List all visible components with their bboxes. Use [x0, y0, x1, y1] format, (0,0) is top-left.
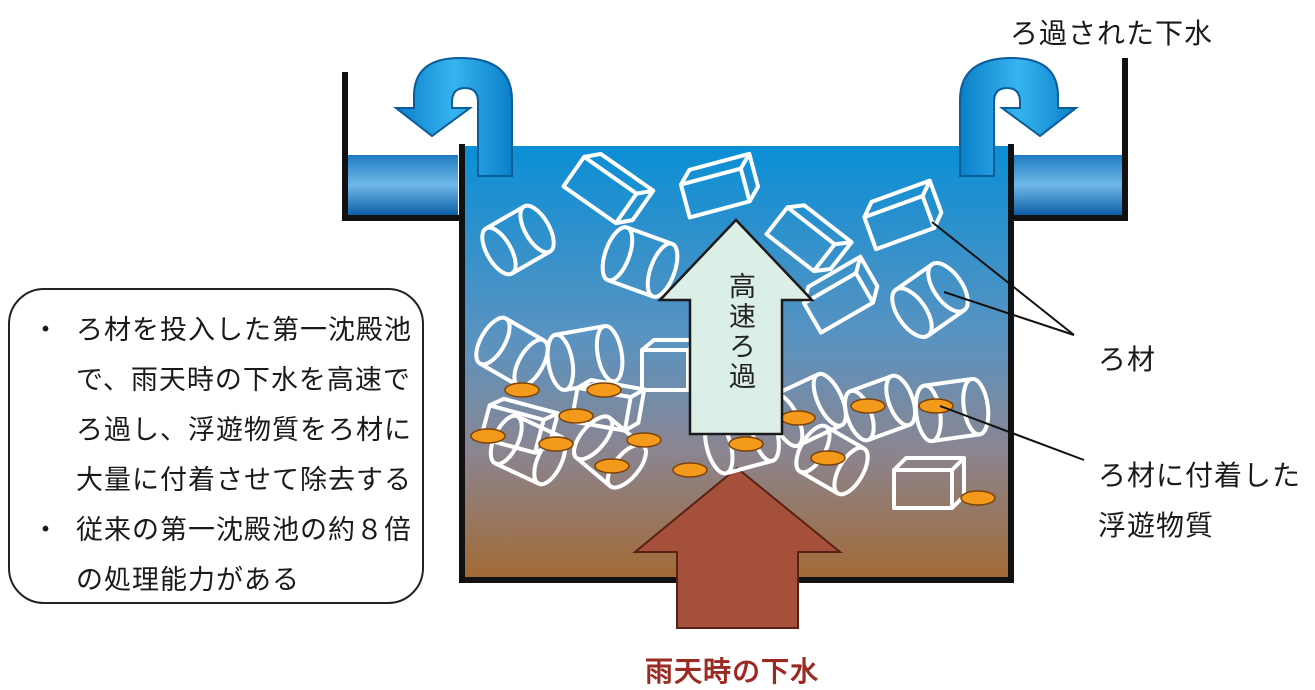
bullet-dot: ・ [32, 515, 60, 546]
attached-solids-label-line1: ろ材に付着した [1098, 459, 1302, 492]
suspended-solid-particle [558, 408, 594, 424]
suspended-solid-particle [626, 432, 662, 448]
callout-bullet-item: ・ろ材を投入した第一沈殿池 [32, 308, 412, 347]
attached-solids-label-line2: 浮遊物質 [1098, 509, 1215, 542]
filter-media-cylinder [480, 203, 556, 277]
filter-media-box [764, 203, 854, 274]
rain-sewage-inflow-arrow [632, 466, 843, 629]
leader-line-filter-media [943, 291, 1075, 336]
filter-media-box [862, 178, 944, 252]
filter-media-label: ろ材 [1098, 343, 1157, 376]
callout-line: 従来の第一沈殿池の約８倍 [76, 515, 412, 546]
description-callout: ・ろ材を投入した第一沈殿池 で、雨天時の下水を高速で ろ過し、浮遊物質をろ材に … [8, 288, 424, 604]
suspended-solid-particle [594, 458, 630, 474]
suspended-solid-particle [504, 382, 540, 398]
high-speed-filtration-arrow [657, 218, 815, 436]
left-outflow-arrow [393, 56, 513, 177]
callout-line: ろ過し、浮遊物質をろ材に [76, 415, 412, 446]
suspended-solid-particle [470, 428, 506, 444]
suspended-solid-particle [960, 490, 996, 506]
leader-lines [931, 221, 1085, 461]
suspended-solid-particle [918, 398, 954, 414]
callout-line: で、雨天時の下水を高速で [76, 365, 411, 396]
callout-line: ろ材を投入した第一沈殿池 [76, 315, 412, 346]
callout-continuation: で、雨天時の下水を高速で [32, 358, 411, 397]
bullet-dot: ・ [32, 315, 60, 346]
suspended-solid-particle [780, 410, 816, 426]
leader-line-filter-media [931, 221, 1075, 336]
callout-bullet-item: ・従来の第一沈殿池の約８倍 [32, 508, 412, 547]
callout-continuation: 大量に付着させて除去する [32, 458, 412, 497]
filter-media-cylinder [890, 261, 970, 339]
suspended-solid-particle [538, 436, 574, 452]
right-outflow-channel [1008, 58, 1128, 221]
filter-media-box [678, 151, 761, 220]
callout-continuation: ろ過し、浮遊物質をろ材に [32, 408, 412, 447]
suspended-solid-particle [850, 398, 886, 414]
filter-media-cylinder [600, 225, 680, 299]
callout-line: 大量に付着させて除去する [76, 465, 412, 496]
left-outflow-channel [342, 72, 462, 221]
rain-sewage-label: 雨天時の下水 [645, 655, 820, 688]
suspended-solids [470, 382, 996, 506]
filter-media-box [561, 151, 656, 226]
callout-line: の処理能力がある [76, 565, 300, 596]
suspended-solid-particle [586, 382, 622, 398]
high-speed-filtration-label: 高速ろ過 [724, 272, 755, 392]
filtered-sewage-label: ろ過された下水 [1010, 17, 1214, 50]
leader-line-attached-solids [939, 405, 1085, 461]
callout-continuation: の処理能力がある [32, 558, 300, 597]
suspended-solid-particle [672, 462, 708, 478]
right-outflow-arrow [959, 56, 1079, 177]
suspended-solid-particle [728, 436, 764, 452]
filter-media-cylinders [474, 203, 991, 497]
suspended-solid-particle [810, 450, 846, 466]
